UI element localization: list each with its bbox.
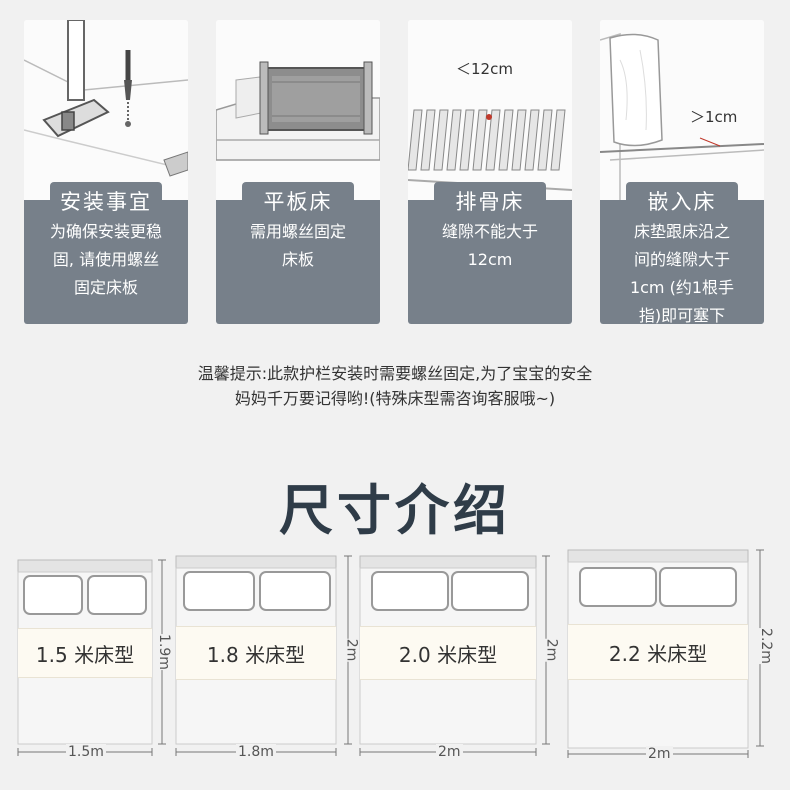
bed-slat <box>472 109 488 171</box>
bed-slat <box>420 109 436 171</box>
card-title: 平板床 <box>242 182 354 220</box>
bed-slat <box>485 109 501 171</box>
tip-line-1: 温馨提示:此款护栏安装时需要螺丝固定,为了宝宝的安全 <box>197 364 593 383</box>
gap-callout: ＞1cm <box>690 108 738 126</box>
bed-height-label: 2.2m <box>757 628 774 664</box>
bed-width-label: 1.5m <box>66 744 106 760</box>
card-embedded-bed: ＞1cm 嵌入床 床垫跟床沿之 间的缝隙大于 1cm (约1根手 指)即可塞下 <box>600 20 764 324</box>
bed-height-label: 2m <box>543 638 560 662</box>
bed-slat <box>408 109 423 171</box>
tip-line-2: 妈妈千万要记得哟!(特殊床型需咨询客服哦~) <box>234 389 556 408</box>
bed-height-label: 2m <box>343 638 360 662</box>
card-description: 缝隙不能大于 12cm <box>441 222 538 269</box>
size-title: 尺寸介绍 <box>279 479 511 542</box>
embedded-bed-illustration: ＞1cm <box>600 20 764 200</box>
card-description: 为确保安装更稳 固, 请使用螺丝 固定床板 <box>49 222 162 297</box>
card-slat-bed: ＜12cm 排骨床 缝隙不能大于 12cm <box>408 20 572 324</box>
bed-slat <box>446 109 462 171</box>
card-title: 安装事宜 <box>50 182 162 220</box>
card-description: 需用螺丝固定 床板 <box>249 222 346 269</box>
bed-slat <box>537 109 553 171</box>
bed-type-label: 2.2 米床型 <box>568 624 748 680</box>
gap-callout: ＜12cm <box>456 60 513 78</box>
card-title: 排骨床 <box>434 182 546 220</box>
screwdriver-installation-illustration <box>24 20 188 200</box>
card-title: 嵌入床 <box>626 182 738 220</box>
bed-slat <box>498 109 514 171</box>
card-install: 安装事宜 为确保安装更稳 固, 请使用螺丝 固定床板 <box>24 20 188 324</box>
bed-type-label: 2.0 米床型 <box>360 626 536 680</box>
bed-slat <box>459 109 475 171</box>
bed-1-5: 1.5 米床型 1.5m 1.9m <box>17 559 172 760</box>
bed-2-0: 2.0 米床型 2m 2m <box>359 555 560 760</box>
card-description: 床垫跟床沿之 间的缝隙大于 1cm (约1根手 指)即可塞下 <box>629 222 735 324</box>
callout-dot <box>486 114 492 120</box>
bed-width-label: 1.8m <box>236 744 276 760</box>
card-flat-bed: 平板床 需用螺丝固定 床板 <box>216 20 380 324</box>
bed-width-label: 2m <box>646 746 673 762</box>
bed-1-8: 1.8 米床型 1.8m 2m <box>175 555 360 760</box>
bed-type-label: 1.5 米床型 <box>18 628 152 678</box>
bed-slat <box>524 109 540 171</box>
bed-slat <box>433 109 449 171</box>
bed-type-label: 1.8 米床型 <box>176 626 336 680</box>
flat-bed-illustration <box>216 20 380 200</box>
bed-height-label: 1.9m <box>155 634 172 670</box>
slat-bed-illustration: ＜12cm <box>408 20 572 200</box>
bed-slat <box>550 109 566 171</box>
bed-width-label: 2m <box>436 744 463 760</box>
bed-2-2: 2.2 米床型 2m 2.2m <box>567 549 778 762</box>
bed-slat <box>511 109 527 171</box>
